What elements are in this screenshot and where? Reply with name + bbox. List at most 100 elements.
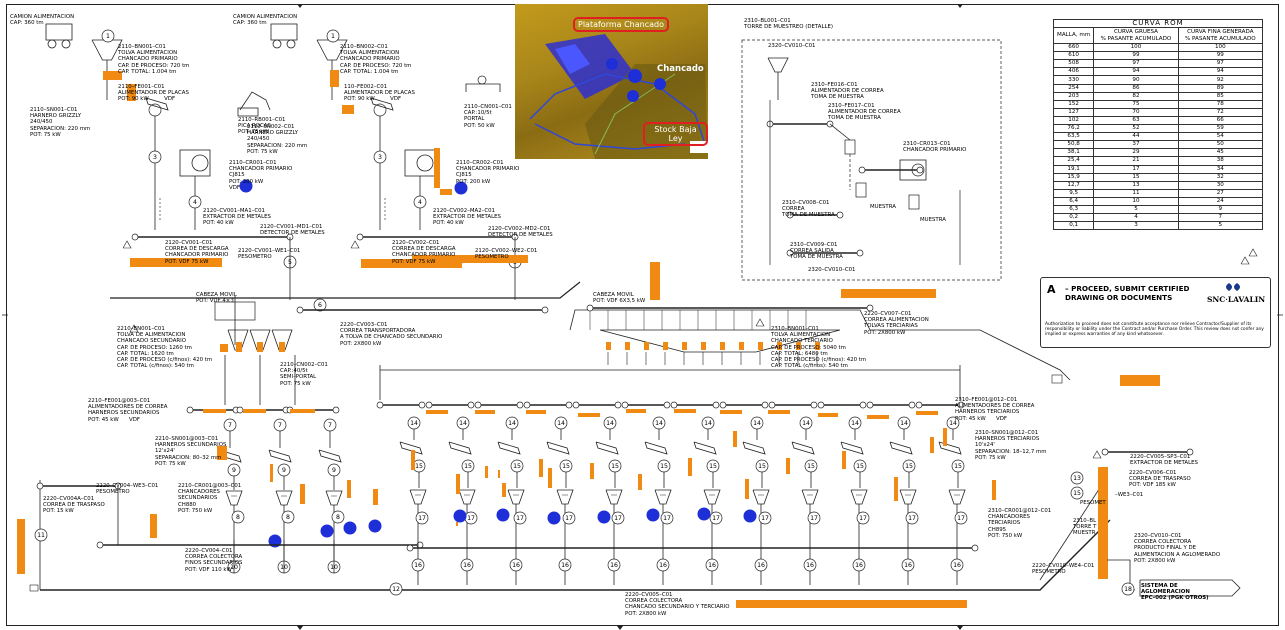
flow-line	[240, 92, 270, 110]
truck-wheel-icon	[287, 40, 295, 48]
label-sp3: 2220–CV005–SP3–C01 EXTRACTOR DE METALES	[1130, 454, 1198, 466]
stream-number: 17	[908, 515, 916, 522]
curva-rom-cell: 90	[1094, 76, 1178, 84]
approval-stamp: A – PROCEED, SUBMIT CERTIFIED DRAWING OR…	[1040, 277, 1271, 348]
label-cabeza-movil-2: CABEZA MOVIL POT: VDF 6X3,5 kW	[593, 292, 645, 304]
label-detector-md1: 2120–CV001–MD1–C01 DETECTOR DE METALES	[260, 224, 325, 236]
stream-number: 3	[153, 154, 157, 161]
curva-rom-header-2: CURVA FINA GENERADA % PASANTE ACUMULADO	[1178, 28, 1262, 44]
flow-line	[743, 442, 765, 454]
curva-rom-cell: 254	[1054, 84, 1094, 92]
curva-rom-row: 38,12945	[1054, 149, 1263, 157]
pulley	[837, 212, 843, 218]
curva-rom-cell: 70	[1094, 108, 1178, 116]
curva-rom-cell: 59	[1178, 125, 1262, 133]
stream-number: 17	[810, 515, 818, 522]
highlight-marker	[426, 410, 448, 414]
curva-rom-row: 63,54454	[1054, 133, 1263, 141]
tail-pulley	[30, 585, 38, 591]
highlight-marker	[894, 477, 898, 501]
stream-number: 17	[663, 515, 671, 522]
stream-number: 14	[459, 420, 467, 427]
curva-rom-cell: 76,2	[1054, 125, 1094, 133]
highlight-marker	[279, 342, 285, 352]
curva-rom-cell: 203	[1054, 92, 1094, 100]
flow-line	[939, 442, 961, 454]
pulley	[37, 483, 43, 489]
curva-rom-cell: 7	[1178, 214, 1262, 222]
curva-rom-header-0: MALLA, mm	[1054, 28, 1094, 44]
stream-number: 9	[282, 467, 286, 474]
equipment-dot	[548, 512, 561, 525]
label-tolva-bn001: 2110–BN001–C01 TOLVA ALIMENTACION CHANCA…	[118, 44, 189, 75]
highlight-marker	[347, 480, 351, 498]
curva-rom-cell: 99	[1178, 52, 1262, 60]
frame-tick	[297, 626, 303, 630]
sampling-detail-box	[742, 40, 1001, 280]
stream-number: 14	[606, 420, 614, 427]
curva-rom-cell: 17	[1094, 165, 1178, 173]
curva-rom-cell: 12,7	[1054, 181, 1094, 189]
curva-rom-cell: 97	[1094, 60, 1178, 68]
stream-number: 1	[331, 33, 335, 40]
highlight-marker	[606, 342, 611, 350]
curva-rom-cell: 92	[1178, 76, 1262, 84]
pulley	[867, 402, 873, 408]
stream-number: 17	[418, 515, 426, 522]
crusher-flywheel	[417, 155, 433, 171]
highlight-marker	[1098, 467, 1108, 579]
curva-rom-cell: 78	[1178, 100, 1262, 108]
pulley	[524, 402, 530, 408]
label-pesometro-right: PESOMET	[1080, 500, 1106, 506]
flow-line	[508, 490, 524, 504]
label-grizzly-sn001: 2110–SN001–C01 HARNERO GRIZZLY 240/450 S…	[30, 107, 90, 138]
frame-tick	[957, 4, 963, 8]
flow-line	[410, 490, 426, 504]
flow-line	[110, 282, 580, 298]
stream-number: 16	[855, 562, 863, 569]
stream-number: 9	[232, 467, 236, 474]
label-sn2310: 2310–SN001@012–C01 HARNEROS TERCIARIOS 1…	[975, 430, 1046, 461]
curva-rom-cell: 85	[1178, 92, 1262, 100]
label-sn2210: 2210–SN001@003–C01 HARNEROS SECUNDARIOS …	[155, 436, 226, 467]
crusher-icon	[180, 150, 210, 176]
curva-rom-row: 15,91532	[1054, 173, 1263, 181]
stream-number: 6	[318, 302, 322, 309]
curva-rom-row: 12,71330	[1054, 181, 1263, 189]
curva-rom-table: CURVA ROM MALLA, mmCURVA GRUESA % PASANT…	[1053, 19, 1263, 230]
flow-line	[655, 490, 671, 504]
curva-rom-cell: 0,2	[1054, 214, 1094, 222]
highlight-marker	[456, 522, 458, 526]
stream-number: 4	[193, 199, 197, 206]
label-cv002: 2120–CV002–C01 CORREA DE DESCARGA CHANCA…	[392, 240, 456, 265]
flow-line	[830, 124, 850, 140]
pulley	[132, 234, 138, 240]
stream-number: 15	[611, 463, 619, 470]
pulley	[917, 167, 923, 173]
curva-rom-cell: 50,8	[1054, 141, 1094, 149]
pulley	[818, 402, 824, 408]
stream-number: 15	[954, 463, 962, 470]
pulley	[357, 234, 363, 240]
equipment-dot	[598, 511, 611, 524]
stream-number: 14	[508, 420, 516, 427]
highlight-marker	[930, 437, 934, 453]
equipment-dot	[647, 509, 660, 522]
highlight-marker	[842, 451, 846, 469]
curva-rom-cell: 37	[1094, 141, 1178, 149]
label-bn2210: 2210–BN001–C01 TOLVA DE ALIMENTACION CHA…	[117, 326, 212, 369]
pulley	[426, 402, 432, 408]
curva-rom-cell: 32	[1178, 173, 1262, 181]
stream-number: 17	[761, 515, 769, 522]
stream-number: 13	[1073, 475, 1081, 482]
highlight-marker	[434, 148, 440, 188]
stream-number: 15	[758, 463, 766, 470]
pulley	[972, 545, 978, 551]
pulley	[566, 402, 572, 408]
highlight-marker	[688, 458, 692, 476]
sample-bucket-icon	[909, 195, 919, 209]
label-cv006: 2220–CV006–C01 CORREA DE TRASPASO POT: V…	[1129, 470, 1191, 489]
stream-number: 15	[562, 463, 570, 470]
flow-line	[949, 490, 965, 504]
